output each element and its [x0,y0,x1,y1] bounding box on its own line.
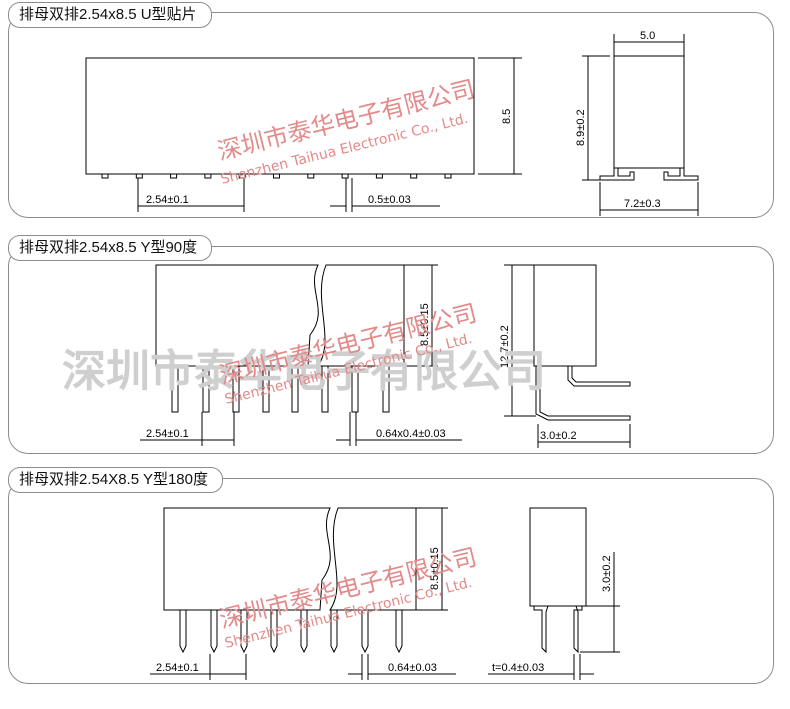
y180-height-label: 8.5±0.15 [429,547,441,590]
y180-front-view [150,507,456,680]
y90-pitch-label: 2.54±0.1 [146,428,189,440]
y90-pin [202,365,210,413]
y180-side-view [488,507,620,680]
u-smd-pad [410,173,418,179]
u-smd-height-label: 8.5 [501,109,513,124]
u-smd-pad [170,173,178,179]
u-smd-pad [341,173,349,179]
y180-pins [179,610,403,654]
watermark-cn-grey: 深圳市泰华电子有限公司 [62,346,546,397]
u-smd-pad [101,173,109,179]
u-smd-pitch-label: 2.54±0.1 [146,194,189,206]
y180-pin [270,610,278,654]
y180-pin [300,610,308,654]
u-smd-pad [307,173,315,179]
u-smd-pad [444,173,452,179]
u-smd-pad [238,173,246,179]
u-smd-side-height-label: 8.9±0.2 [575,109,587,146]
u-smd-pads [101,173,452,179]
panel-y-180 [8,478,774,684]
y90-side-offset-label: 3.0±0.2 [540,430,577,442]
u-smd-side-view [582,34,699,216]
y90-pin [321,365,329,413]
u-smd-front-view [85,57,522,212]
panel-title-y-90: 排母双排2.54x8.5 Y型90度 [8,235,213,261]
y90-height-label: 8.5±0.15 [419,303,431,346]
y90-pins [171,365,390,413]
y90-pin [351,365,359,413]
y180-pin-length-label: 3.0±0.2 [601,555,613,592]
u-smd-pad [135,173,143,179]
panel-title-u-smd: 排母双排2.54x8.5 U型贴片 [8,2,212,28]
y90-pin [382,365,390,413]
u-smd-pin-width-label: 0.5±0.03 [368,194,411,206]
u-smd-pad [375,173,383,179]
y180-pitch-label: 2.54±0.1 [156,662,199,674]
y90-side-view [504,264,631,448]
y180-thickness-label: t=0.4±0.03 [492,662,544,674]
y90-pin [232,365,240,413]
y180-pin [240,610,248,654]
y90-pin [262,365,270,413]
u-smd-pad [204,173,212,179]
y90-front-view [140,264,462,446]
panel-y-90 [8,246,774,454]
y90-pin [291,365,299,413]
u-smd-pad [273,173,280,179]
y180-pin [330,610,338,654]
u-smd-side-width-label: 5.0 [640,30,655,42]
y90-pin-size-label: 0.64x0.4±0.03 [376,428,446,440]
y90-pin [171,365,179,413]
u-smd-footprint-label: 7.2±0.3 [624,198,661,210]
y180-pin [179,610,187,654]
y180-pin [361,610,369,654]
y180-pin [210,610,218,654]
panel-u-smd [8,12,774,218]
y90-side-height-label: 12.7±0.2 [499,325,511,368]
y180-pin [395,610,403,654]
y180-pin-width-label: 0.64±0.03 [388,662,437,674]
panel-title-y-180: 排母双排2.54X8.5 Y型180度 [8,467,223,493]
